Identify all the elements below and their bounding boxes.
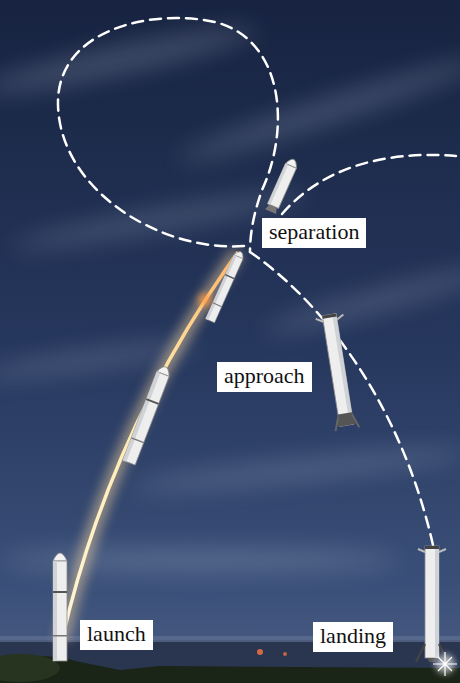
stage-name: landing [320,623,386,649]
stage-label: landing [313,622,393,652]
stage-label: separation [262,218,366,248]
stage-label: launch [80,620,153,650]
stage-name: separation [269,219,359,245]
stage-name: approach [224,363,305,389]
stage-name: launch [87,621,146,647]
stage-label: approach [217,362,312,392]
